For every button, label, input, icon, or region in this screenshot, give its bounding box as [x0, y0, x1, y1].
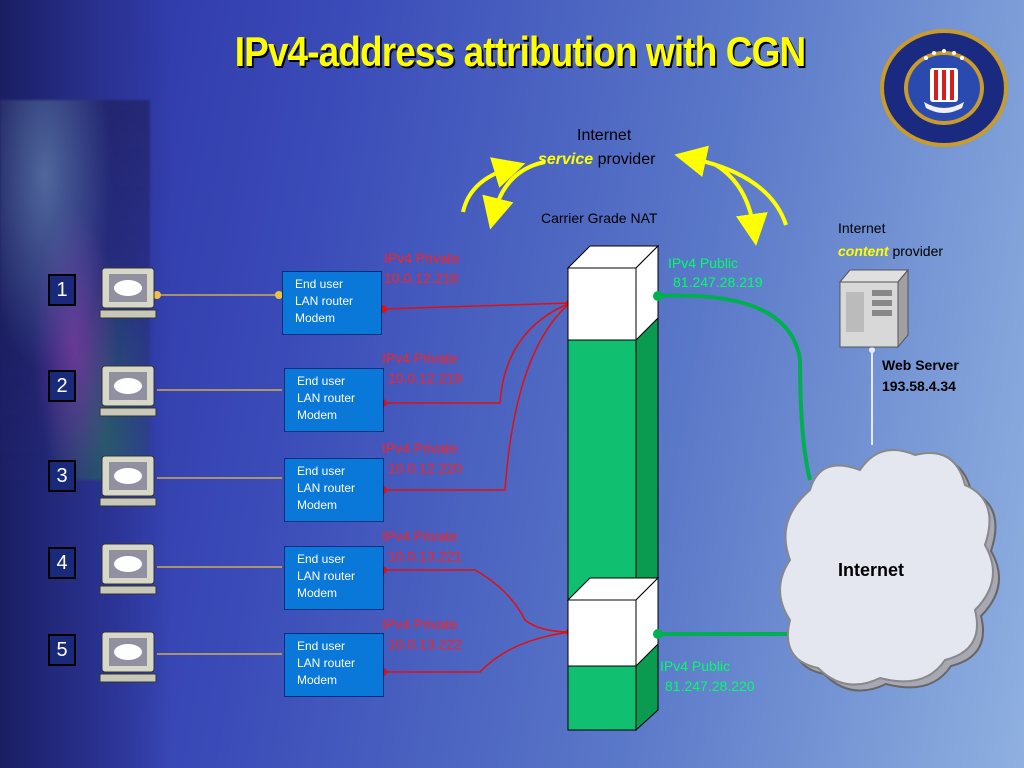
- private-links: [382, 302, 571, 673]
- computer-icon: [99, 543, 157, 595]
- nat-tower: [566, 244, 660, 732]
- web-server-label: Web Server: [882, 357, 959, 373]
- private-ip-3: 10.0.12.220: [388, 460, 462, 476]
- user-number-1: 1: [48, 274, 76, 306]
- content-provider-line2: content provider: [838, 243, 944, 259]
- isp-arrows: [461, 145, 788, 246]
- fbi-seal: [880, 29, 1008, 147]
- public-label-1: IPv4 Public: [668, 255, 739, 271]
- user-computers: [99, 267, 157, 683]
- isp-line1: Internet: [577, 127, 632, 144]
- private-label-4: IPv4 Private: [382, 528, 458, 544]
- private-label-1: IPv4 Private: [384, 250, 460, 266]
- computer-icon: [99, 267, 157, 319]
- public-label-2: IPv4 Public: [660, 658, 731, 674]
- user-number-3: 3: [48, 460, 76, 492]
- computer-icon: [99, 631, 157, 683]
- private-label-5: IPv4 Private: [382, 616, 458, 632]
- user-number-2: 2: [48, 370, 76, 402]
- nat-label: Carrier Grade NAT: [541, 210, 658, 226]
- content-provider-line1: Internet: [838, 220, 886, 236]
- slide-title: IPv4-address attribution with CGN: [234, 28, 806, 75]
- private-ip-5: 10.0.13.222: [388, 636, 462, 652]
- internet-cloud: [779, 449, 1000, 692]
- internet-cloud-label: Internet: [838, 560, 905, 580]
- private-ip-4: 10.0.13.221: [388, 548, 462, 564]
- private-ip-2: 10.0.12.219: [388, 370, 462, 386]
- public-ip-1: 81.247.28.219: [673, 274, 763, 290]
- user-number-5: 5: [48, 634, 76, 666]
- private-ip-1: 10.0.12.218: [384, 270, 458, 286]
- isp-line2: service provider: [538, 151, 656, 168]
- public-ip-2: 81.247.28.220: [665, 678, 755, 694]
- web-server-icon: [838, 268, 910, 349]
- computer-icon: [99, 455, 157, 507]
- web-server-ip: 193.58.4.34: [882, 378, 956, 394]
- private-label-2: IPv4 Private: [382, 350, 458, 366]
- computer-icon: [99, 365, 157, 417]
- public-links: [657, 293, 812, 636]
- user-links: [157, 294, 282, 655]
- user-number-4: 4: [48, 547, 76, 579]
- private-label-3: IPv4 Private: [382, 440, 458, 456]
